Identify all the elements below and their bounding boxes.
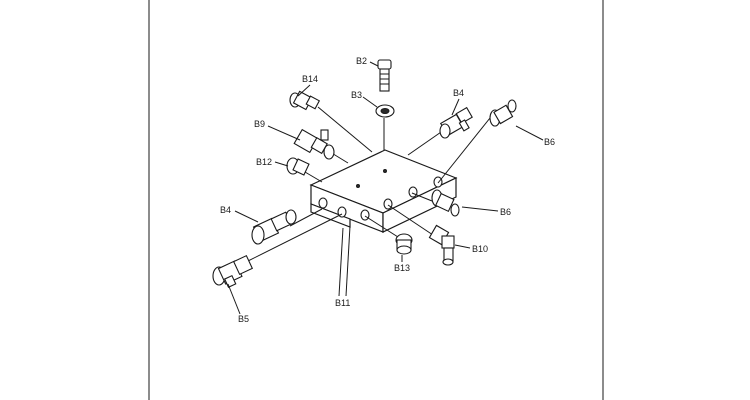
fitting-b6-right — [489, 99, 517, 127]
label-b4-left: B4 — [220, 205, 231, 215]
label-b4-top: B4 — [453, 88, 464, 98]
callout-labels: B2 B3 B14 B4 B9 B6 B12 B4 B6 B10 B13 B11… — [220, 56, 555, 324]
fitting-b10 — [428, 224, 455, 266]
connection-lines — [245, 106, 491, 297]
fitting-b6-lower — [431, 189, 460, 217]
fitting-b9 — [293, 128, 335, 160]
fitting-b5 — [212, 254, 254, 288]
bolt-b2 — [377, 59, 392, 92]
fitting-b14 — [289, 90, 321, 111]
label-b10: B10 — [472, 244, 488, 254]
plug-b13 — [395, 233, 413, 255]
label-b6-lower: B6 — [500, 207, 511, 217]
label-b12: B12 — [256, 157, 272, 167]
washer-b3 — [375, 104, 395, 118]
label-b13: B13 — [394, 263, 410, 273]
plug-b12 — [286, 157, 310, 176]
label-b6-right: B6 — [544, 137, 555, 147]
label-b9: B9 — [254, 119, 265, 129]
callout-leaders — [227, 61, 544, 315]
label-b11: B11 — [335, 298, 350, 308]
label-b3: B3 — [351, 90, 362, 100]
fitting-b4-top — [439, 106, 473, 139]
label-b14: B14 — [302, 74, 318, 84]
label-b5: B5 — [238, 314, 249, 324]
label-b2: B2 — [356, 56, 367, 66]
fitting-b4-left — [251, 209, 297, 245]
